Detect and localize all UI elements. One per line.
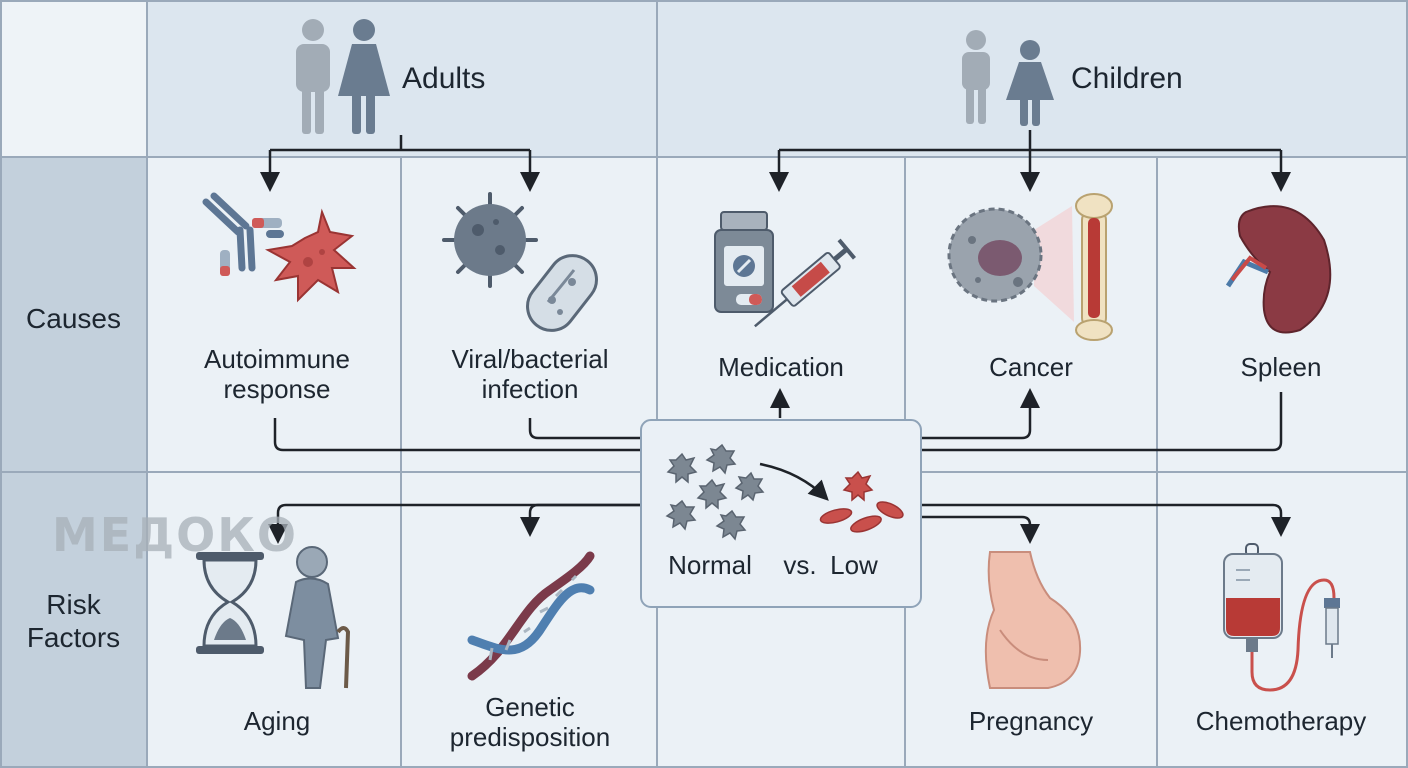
platelets-normal <box>665 443 765 541</box>
children-label: Children <box>1071 62 1183 95</box>
pregnancy-icon <box>984 551 1082 689</box>
left-column-bg <box>0 157 147 768</box>
pregnancy-label: Pregnancy <box>968 706 1094 736</box>
normal-to-low-arrow <box>759 462 829 501</box>
low-label: Low <box>830 550 878 580</box>
chemotherapy-label: Chemotherapy <box>1195 706 1367 736</box>
row-label-causes: Causes <box>26 303 121 334</box>
spleen-icon <box>1225 205 1332 334</box>
adults-label: Adults <box>402 62 486 95</box>
autoimmune-label-line2: response <box>223 374 331 404</box>
cancer-label: Cancer <box>989 352 1073 382</box>
infection-label-line1: Viral/bacterial <box>451 344 609 374</box>
chemotherapy-icon <box>1223 543 1340 692</box>
watermark-logo: МЕДОКО <box>52 508 298 562</box>
infection-label-line2: infection <box>481 374 579 404</box>
row-label-risk-line1: Risk <box>46 589 101 620</box>
dna-icon <box>467 551 595 681</box>
adults-icon <box>296 19 390 134</box>
autoimmune-icon <box>202 192 357 303</box>
normal-label: Normal <box>668 550 752 580</box>
genetic-label-line2: predisposition <box>449 722 611 752</box>
genetic-label: Genetic predisposition <box>420 692 640 752</box>
header-row-bg <box>147 0 1408 157</box>
medication-label: Medication <box>718 352 844 382</box>
genetic-label-line1: Genetic <box>485 692 575 722</box>
children-icon <box>962 30 1054 126</box>
platelets-low <box>819 470 904 533</box>
connector-arrows <box>260 130 1291 544</box>
cancer-icon <box>947 193 1113 341</box>
virus-bacteria-icon <box>442 192 598 332</box>
vs-label: vs. <box>783 550 817 580</box>
autoimmune-label-line1: Autoimmune <box>204 344 350 374</box>
row-label-risk-factors: Risk Factors <box>0 588 147 654</box>
spleen-label: Spleen <box>1240 352 1322 382</box>
medication-icon <box>714 211 857 328</box>
aging-icon <box>196 546 351 689</box>
autoimmune-label: Autoimmune response <box>170 344 384 404</box>
infection-label: Viral/bacterial infection <box>420 344 640 404</box>
row-label-risk-line2: Factors <box>26 622 121 653</box>
corner-cell <box>0 0 147 157</box>
center-box <box>640 419 922 608</box>
aging-label: Aging <box>243 706 311 736</box>
